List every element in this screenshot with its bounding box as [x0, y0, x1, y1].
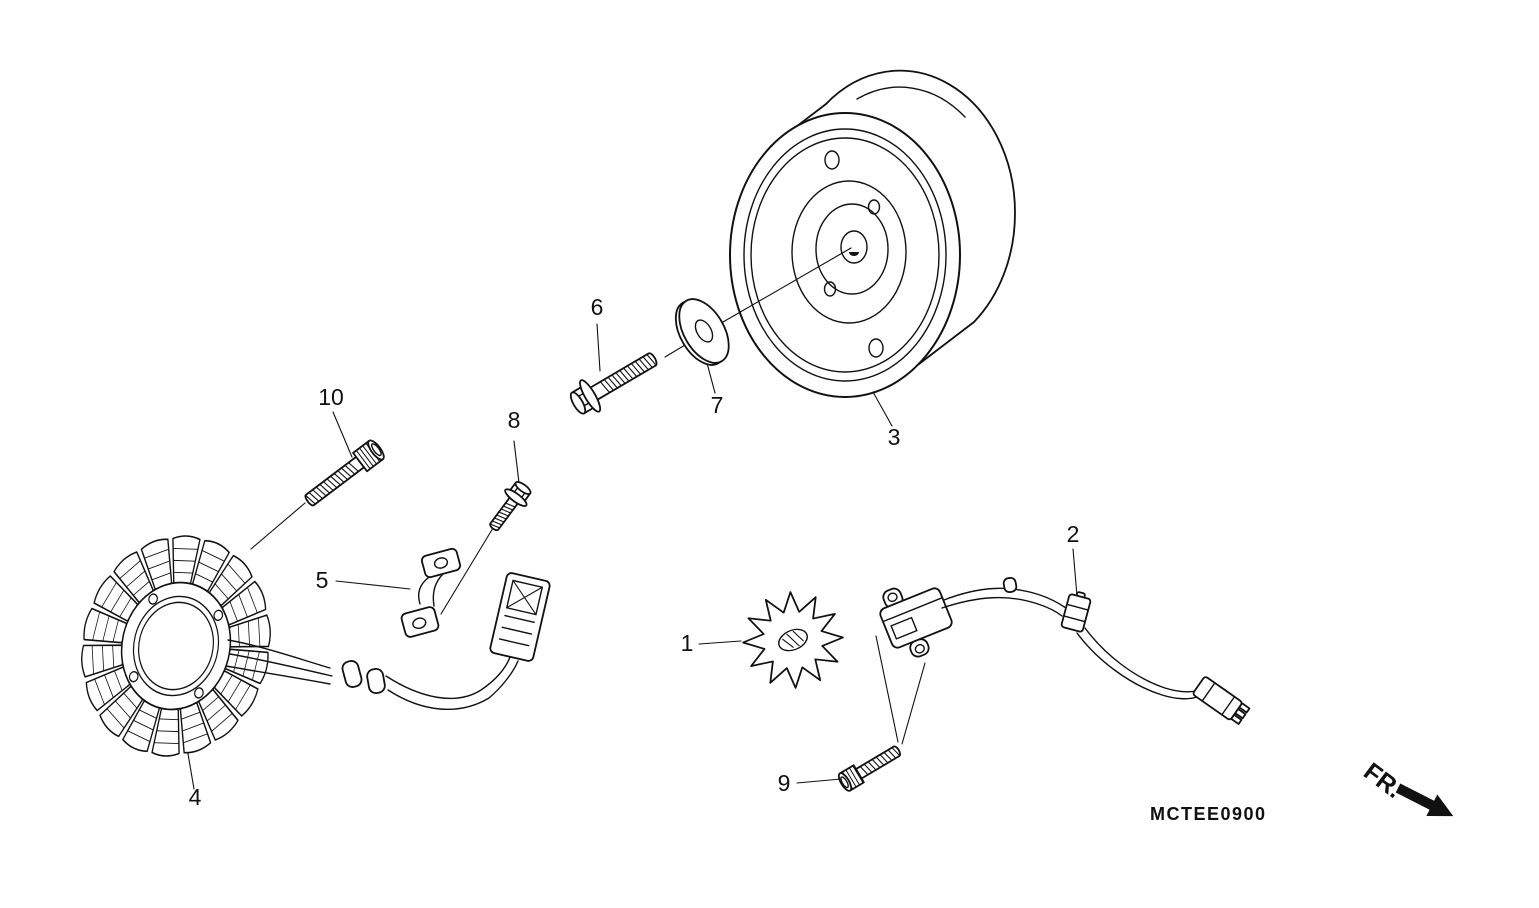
leader-6	[596, 323, 601, 372]
leader-3	[872, 391, 893, 427]
stator-connector	[489, 572, 551, 662]
leader-9-mount-b	[901, 662, 926, 745]
part-7-washer	[674, 298, 730, 366]
part-4-stator	[81, 535, 551, 757]
leader-4	[186, 747, 195, 790]
fr-direction-marker: FR.	[1358, 757, 1454, 817]
fr-label: FR.	[1358, 757, 1407, 804]
part-label-10[interactable]: 10	[318, 384, 344, 410]
harness-end-connector	[1192, 676, 1251, 725]
part-2-harness	[879, 576, 1251, 725]
leader-5	[335, 580, 411, 590]
diagram-code: MCTEE0900	[1150, 804, 1267, 824]
part-label-2[interactable]: 2	[1067, 521, 1080, 547]
part-6-flange-bolt	[569, 352, 658, 415]
part-callouts: 10 8 6 7 3 5 4 1 9 2	[189, 294, 1080, 810]
part-10-socket-bolt	[304, 439, 385, 507]
leader-10	[332, 411, 353, 458]
part-8-flange-bolt	[489, 481, 532, 532]
part-label-8[interactable]: 8	[508, 407, 521, 433]
part-5-stay-bracket	[400, 547, 462, 638]
leader-8-extension	[440, 527, 494, 615]
part-label-7[interactable]: 7	[711, 392, 724, 418]
part-label-4[interactable]: 4	[189, 784, 202, 810]
part-label-1[interactable]: 1	[681, 630, 694, 656]
part-label-9[interactable]: 9	[778, 770, 791, 796]
leader-9-mount-a	[875, 635, 899, 743]
stator-coils	[81, 535, 271, 757]
assembly-axis-line	[664, 344, 686, 358]
hub-keyway	[849, 252, 859, 256]
fr-arrow-icon	[1395, 783, 1454, 817]
leader-1	[698, 640, 742, 645]
leader-10-extension	[250, 502, 306, 550]
harness-connector-2	[1060, 591, 1092, 633]
part-label-6[interactable]: 6	[591, 294, 604, 320]
part-9-socket-bolt	[837, 745, 901, 792]
leader-lines	[186, 247, 1078, 790]
leader-8	[513, 440, 520, 484]
leader-2	[1072, 548, 1078, 597]
assembly-axis-line	[722, 247, 852, 323]
leader-9	[796, 778, 842, 784]
stator-lead-wires	[225, 639, 519, 710]
part-1-star-washer	[742, 591, 844, 689]
part-label-5[interactable]: 5	[316, 567, 329, 593]
pulse-sensor	[879, 587, 953, 658]
part-label-3[interactable]: 3	[888, 424, 901, 450]
part-3-flywheel-rotor	[729, 69, 1016, 398]
leader-7	[706, 362, 716, 394]
